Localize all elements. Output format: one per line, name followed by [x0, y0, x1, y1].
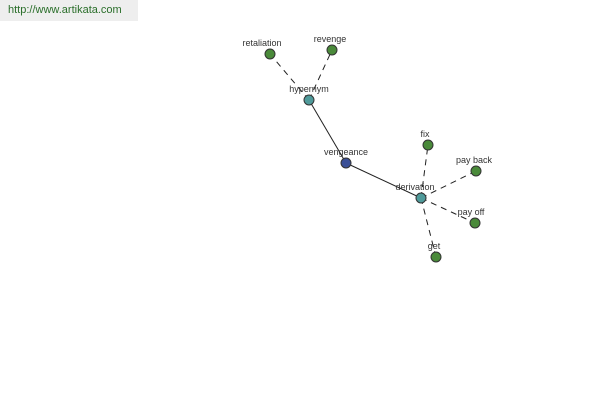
node-get[interactable]: [430, 251, 442, 263]
node-pay-back[interactable]: [470, 165, 482, 177]
node-derivation[interactable]: [415, 192, 427, 204]
edge-vengeance-derivation: [345, 162, 422, 199]
edge-vengeance-hypernym: [308, 99, 347, 164]
node-vengeance[interactable]: [340, 157, 352, 169]
node-label-derivation[interactable]: derivation: [395, 182, 434, 192]
edge-derivation-pay_off: [420, 197, 476, 224]
node-retaliation[interactable]: [264, 48, 276, 60]
node-label-revenge[interactable]: revenge: [314, 34, 347, 44]
node-label-pay-back[interactable]: pay back: [456, 155, 493, 165]
node-fix[interactable]: [422, 139, 434, 151]
node-hypernym[interactable]: [303, 94, 315, 106]
node-label-fix[interactable]: fix: [421, 129, 431, 139]
node-label-pay-off[interactable]: pay off: [458, 207, 485, 217]
edge-derivation-fix: [420, 144, 429, 199]
node-revenge[interactable]: [326, 44, 338, 56]
node-label-hypernym[interactable]: hypernym: [289, 84, 329, 94]
node-pay-off[interactable]: [469, 217, 481, 229]
node-label-get[interactable]: get: [428, 241, 441, 251]
nodes-layer: [264, 44, 482, 263]
node-label-retaliation[interactable]: retaliation: [242, 38, 281, 48]
labels-layer: vengeance hypernym derivation retaliation re…: [242, 34, 492, 251]
watermark-link-text[interactable]: http://www.artikata.com: [8, 4, 122, 16]
edges-layer: [269, 49, 477, 258]
node-label-vengeance[interactable]: vengeance: [324, 147, 368, 157]
edge-hypernym-revenge: [308, 49, 333, 101]
watermark-banner: http://www.artikata.com: [0, 0, 138, 21]
